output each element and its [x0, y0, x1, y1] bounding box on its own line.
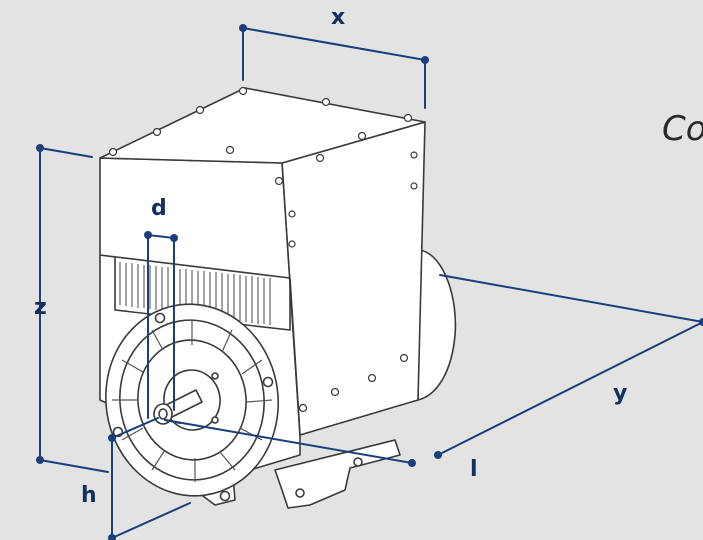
- label-h: h: [81, 483, 97, 508]
- rear-shield: [417, 249, 457, 401]
- shield-bolt-icon: [211, 372, 219, 380]
- shield-bolt-icon: [219, 490, 231, 502]
- label-l: l: [470, 457, 478, 482]
- cut-off-caption: Co: [662, 109, 703, 149]
- lid-screw-icon: [108, 147, 118, 157]
- side-screw-icon: [330, 387, 340, 397]
- dimension-d: [144, 231, 178, 419]
- lid-screw-icon: [403, 113, 413, 123]
- side-screw-icon: [288, 210, 296, 218]
- lid-screw-icon: [315, 153, 325, 163]
- lid-screw-icon: [357, 131, 367, 141]
- lid-screw-icon: [195, 105, 205, 115]
- lid-screw-icon: [225, 145, 235, 155]
- dimension-z: [36, 144, 109, 473]
- lid-screw-icon: [274, 176, 284, 186]
- dimension-l: [164, 419, 416, 467]
- lid-screw-icon: [152, 127, 162, 137]
- label-d: d: [151, 196, 167, 221]
- shield-bolt-icon: [154, 312, 166, 324]
- foot-bolt-hole: [353, 457, 363, 467]
- dimension-y: [434, 274, 703, 459]
- generator-illustration: [99, 86, 457, 509]
- foot-bolt-hole: [295, 488, 305, 498]
- label-z: z: [34, 295, 47, 320]
- mounting-foot-right: [274, 439, 401, 509]
- side-screw-icon: [410, 151, 418, 159]
- dimension-lines: [36, 24, 703, 540]
- side-screw-icon: [288, 240, 296, 248]
- lid-screw-icon: [321, 97, 331, 107]
- dimension-labels: x z d y l h: [34, 5, 627, 508]
- dimension-x: [239, 24, 429, 109]
- shield-bolt-icon: [262, 376, 274, 388]
- shield-bolt-icon: [211, 416, 219, 424]
- side-screw-icon: [399, 353, 409, 363]
- side-screw-icon: [410, 182, 418, 190]
- lid-screw-icon: [238, 86, 248, 96]
- side-screws: [288, 151, 418, 413]
- dimension-h: [108, 417, 191, 540]
- terminal-box-side: [281, 121, 426, 436]
- side-screw-icon: [298, 403, 308, 413]
- label-x: x: [331, 5, 345, 30]
- shield-spokes: [112, 320, 273, 482]
- label-y: y: [613, 381, 627, 406]
- shaft: [153, 389, 203, 425]
- lid-screws: [108, 86, 413, 186]
- side-screw-icon: [367, 373, 377, 383]
